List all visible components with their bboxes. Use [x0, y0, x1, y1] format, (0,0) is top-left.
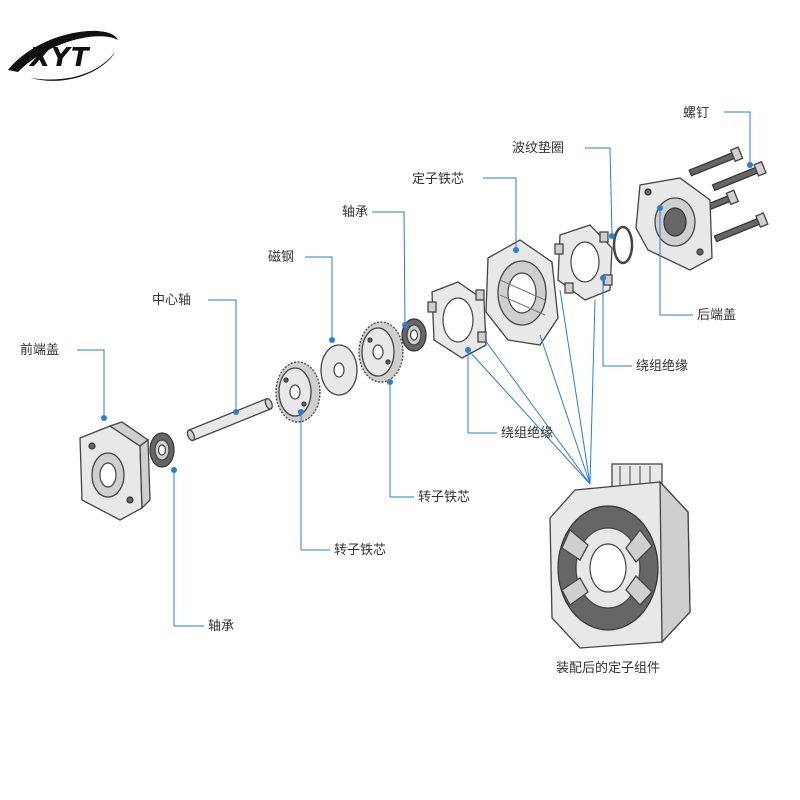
leader-lines	[77, 111, 753, 627]
winding-insulation-right-part	[554, 224, 613, 301]
label-rotor-core-left: 转子铁芯	[334, 543, 386, 558]
label-rear-cover: 后端盖	[697, 308, 736, 323]
label-bearing-top: 轴承	[342, 205, 368, 220]
rear-cover-part	[635, 177, 713, 271]
labels: 螺钉 波纹垫圈 定子铁芯 轴承 磁钢 中心轴 前端盖 后端盖 绕组绝缘 绕组绝缘…	[20, 106, 736, 676]
winding-insulation-left-part	[427, 281, 487, 359]
label-front-cover: 前端盖	[20, 342, 59, 358]
wave-washer-part	[612, 225, 634, 265]
label-wave-washer: 波纹垫圈	[512, 140, 564, 156]
label-stator-core: 定子铁芯	[412, 172, 464, 187]
label-screws: 螺钉	[683, 106, 709, 121]
label-bearing-bottom: 轴承	[208, 619, 234, 634]
label-assembled-stator: 装配后的定子组件	[556, 660, 660, 676]
center-shaft-part	[186, 397, 273, 442]
label-winding-insulation-right: 绕组绝缘	[636, 358, 688, 374]
rotor-core-right-part	[358, 321, 404, 383]
magnet-part	[320, 344, 358, 396]
rotor-core-left-part	[275, 361, 321, 423]
label-rotor-core-right: 转子铁芯	[418, 490, 470, 505]
front-cover-part	[79, 421, 151, 521]
stator-core-part	[485, 239, 559, 346]
bearing-top-part	[401, 318, 427, 352]
label-magnet: 磁钢	[268, 250, 294, 265]
bearing-bottom-part	[149, 432, 175, 468]
logo-text: XYT	[28, 43, 91, 73]
logo-swoosh-icon	[8, 30, 118, 72]
logo: XYT	[8, 30, 118, 81]
assembled-stator-part	[549, 463, 691, 649]
label-center-shaft: 中心轴	[152, 293, 191, 308]
label-winding-insulation-center: 绕组绝缘	[501, 425, 553, 441]
